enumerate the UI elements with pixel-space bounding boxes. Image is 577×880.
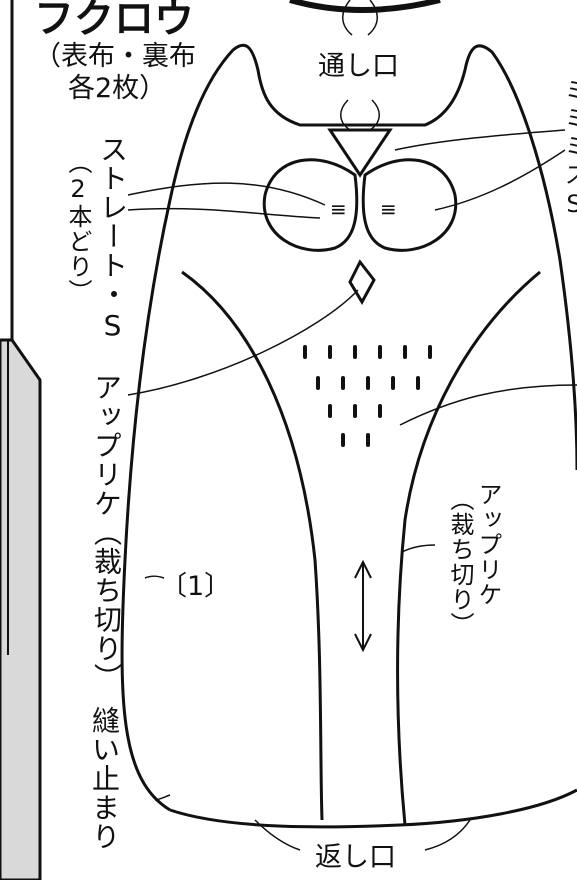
right-cut-label-4: ス	[560, 162, 577, 187]
applique-left-label: アップリケ（裁ち切り）	[90, 373, 123, 692]
bottom-opening-mark-right	[424, 819, 471, 851]
part-number-label: 〔1〕	[160, 571, 232, 602]
straight-stitch-label: ストレート・S	[96, 135, 129, 343]
top-opening-mark-left	[342, 0, 353, 36]
left-eye	[262, 158, 359, 252]
right-cut-label-3: ミ	[560, 134, 577, 159]
owl-body-bottom	[169, 788, 577, 829]
top-opening-mark-right	[367, 0, 378, 36]
right-eye	[361, 158, 458, 252]
top-piece-edge	[289, 0, 441, 13]
title-sub-line1: （表布・裏布	[34, 41, 196, 72]
straight-stitch-note: （2本どり）	[64, 150, 92, 304]
eye-mark-right: ≡	[380, 197, 397, 221]
top-opening-mark-right2	[369, 99, 380, 131]
left-wing-applique	[181, 270, 324, 821]
right-cut-label-1: ミ	[560, 78, 577, 103]
bottom-opening-mark-left	[254, 819, 301, 851]
right-cut-label-2: ミ	[560, 106, 577, 131]
top-opening-mark-left2	[340, 99, 351, 131]
diagram-title: フクロウ	[34, 0, 194, 42]
right-cut-label-5: S	[560, 190, 577, 219]
forehead-triangle	[327, 128, 393, 178]
bottom-opening-label: 返し口	[315, 842, 396, 873]
title-sub-line2: 各2枚）	[68, 73, 167, 104]
owl-body-outline	[120, 43, 577, 812]
grain-arrow	[354, 559, 372, 653]
applique-right-label: アップリケ	[474, 482, 502, 607]
sew-stop-label: 縫い止まり	[88, 706, 121, 851]
applique-right-note: （裁ち切り）	[446, 487, 474, 637]
right-wing-applique	[396, 270, 541, 826]
chest-dots	[303, 345, 432, 447]
side-panel	[0, 338, 42, 880]
beak	[348, 259, 376, 306]
top-opening-label: 通し口	[318, 51, 399, 82]
eye-mark-left: ≡	[330, 197, 347, 221]
leader-lines	[127, 129, 577, 801]
